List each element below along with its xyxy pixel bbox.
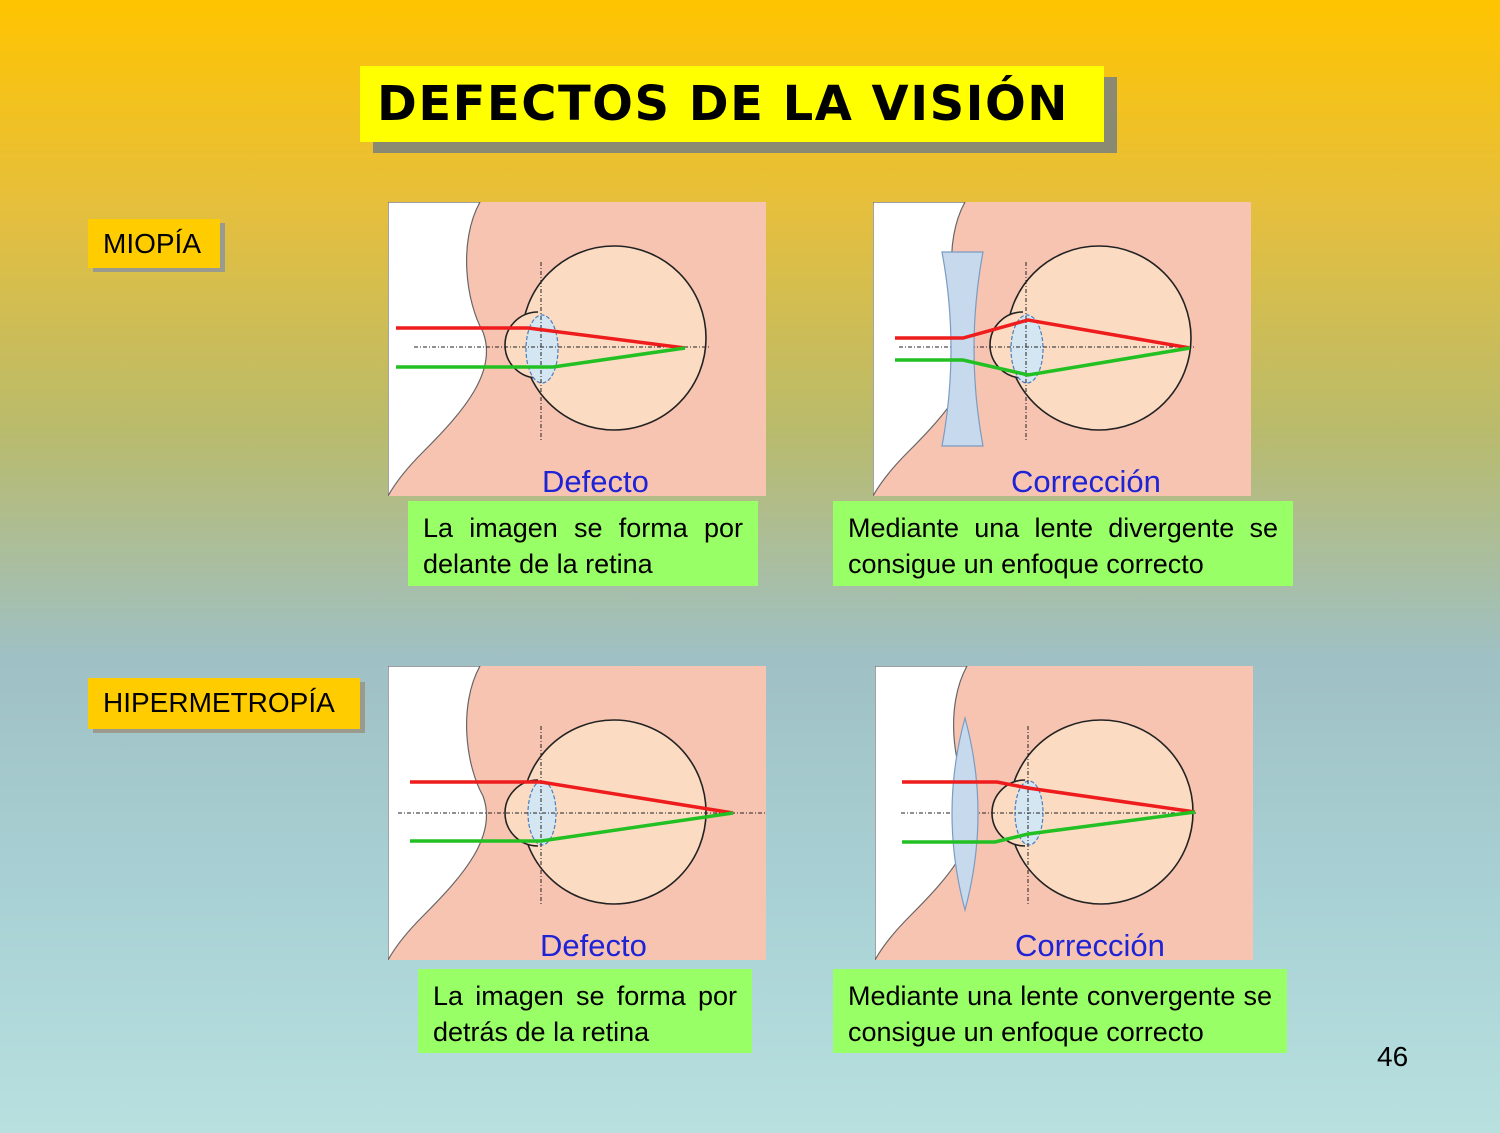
defect-caption: Defecto: [542, 464, 649, 496]
hyperopia-defect-description: La imagen se forma por detrás de la reti…: [418, 969, 752, 1053]
crystalline-lens: [525, 314, 559, 384]
green-ray: [895, 346, 1191, 377]
hyperopia-correction-svg: [875, 666, 1197, 960]
defect-caption: Defecto: [540, 928, 647, 960]
hyperopia-defect-svg: [388, 666, 766, 960]
myopia-defect-description: La imagen se forma por delante de la ret…: [408, 501, 758, 586]
page-number: 46: [1377, 1041, 1409, 1072]
hyperopia-defect-diagram: Defecto: [388, 666, 766, 960]
myopia-defect-diagram: Defecto: [388, 202, 766, 496]
red-ray: [902, 780, 1196, 814]
hyperopia-correction-diagram: Corrección: [875, 666, 1253, 960]
title-box: DEFECTOS DE LA VISIÓN: [360, 66, 1104, 142]
label-miopia: MIOPÍA: [88, 219, 220, 268]
myopia-correction-svg: [873, 202, 1195, 496]
label-hipermetropia: HIPERMETROPÍA: [88, 678, 360, 729]
label-hipermetropia-text: HIPERMETROPÍA: [103, 687, 335, 718]
green-ray: [902, 810, 1196, 844]
myopia-correction-diagram: Corrección: [873, 202, 1251, 496]
green-ray: [396, 346, 686, 369]
myopia-correction-description: Mediante una lente divergente se consigu…: [833, 501, 1293, 586]
myopia-defect-svg: [388, 202, 710, 496]
red-ray: [396, 326, 686, 350]
label-miopia-text: MIOPÍA: [103, 228, 202, 259]
face-profile: [388, 202, 488, 496]
green-ray: [410, 811, 734, 843]
diverging-lens: [941, 251, 984, 447]
red-ray: [410, 780, 734, 815]
correction-caption: Corrección: [1015, 928, 1165, 960]
slide-title: DEFECTOS DE LA VISIÓN: [377, 76, 1069, 132]
converging-lens: [951, 715, 979, 913]
red-ray: [895, 318, 1191, 350]
hyperopia-correction-description: Mediante una lente convergente se consig…: [833, 969, 1287, 1053]
correction-caption: Corrección: [1011, 464, 1161, 496]
crystalline-lens: [1010, 314, 1044, 384]
